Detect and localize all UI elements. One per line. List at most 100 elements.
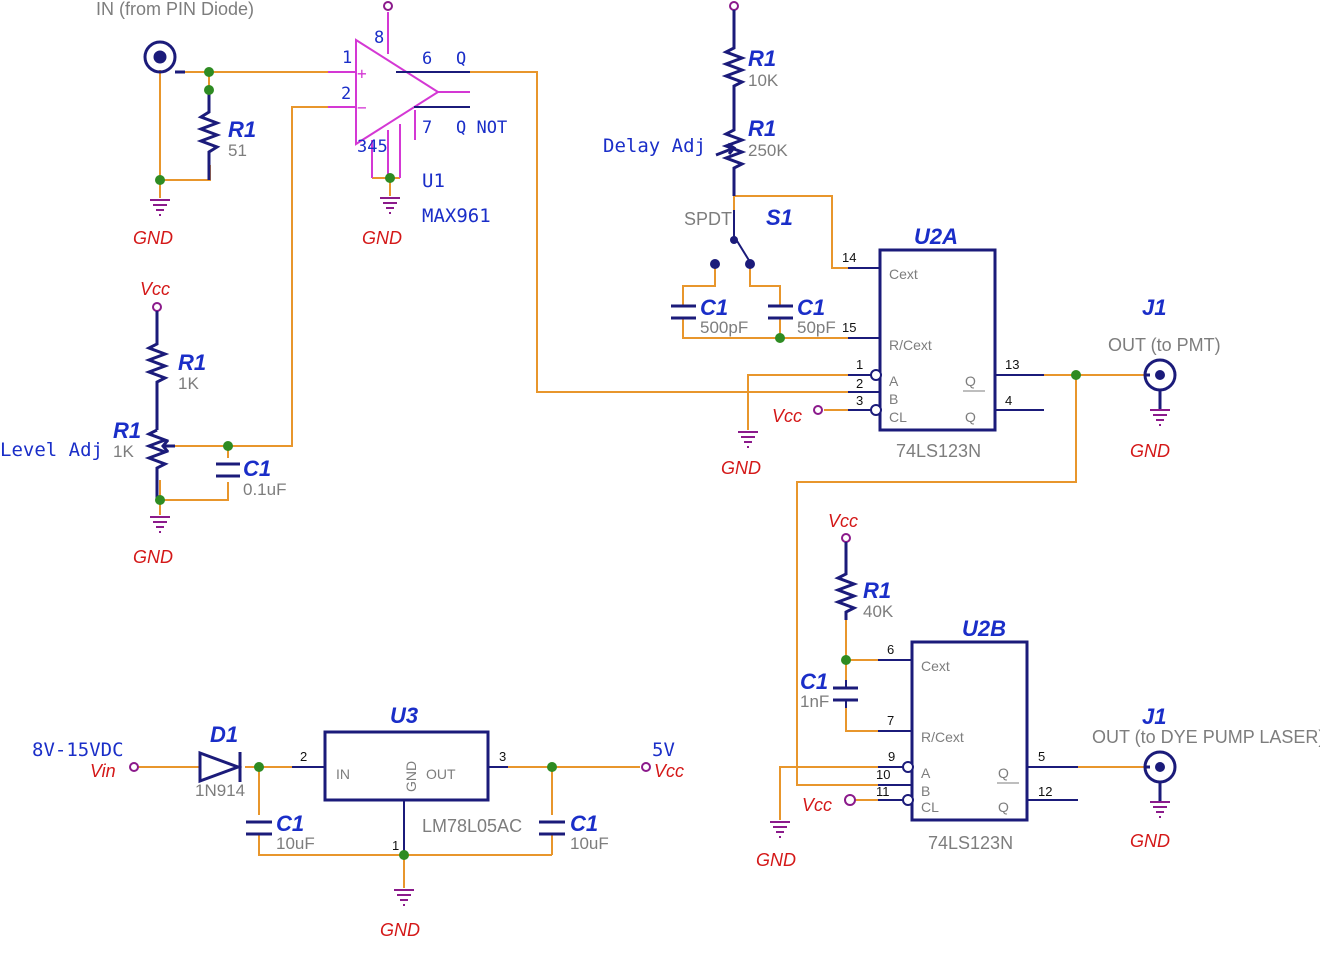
cap-500pf-ref: C1 [700,295,728,320]
j1a-label: OUT (to PMT) [1108,335,1221,355]
comparator-u1 [328,1,470,178]
u3-in: IN [336,766,350,782]
u2b-qbar: Q [998,765,1009,781]
u3-pin3: 3 [499,749,506,764]
cap-50pf-ref: C1 [797,295,825,320]
u2b-pin6: 6 [887,642,894,657]
gnd-label-input: GND [133,228,173,248]
delay-adj-label: Delay Adj [603,135,706,157]
resistor-r51 [196,90,222,180]
u2a-qbar: Q [965,373,976,389]
vcc-label-u2b: Vcc [802,795,832,815]
vcc-symbol-u2b-net [833,533,859,708]
vcc-label-u2a: Vcc [772,406,802,426]
u1-pin6: 6 [422,49,432,69]
delay-rtop-val: 10K [748,71,779,90]
u3-ref: U3 [390,703,418,728]
r51-value: 51 [228,141,247,160]
cap-50pf-val: 50pF [797,318,836,337]
u1-pin2: 2 [341,84,351,104]
delay-rtop-ref: R1 [748,46,776,71]
u3-part: LM78L05AC [422,816,522,836]
u2a-cext: Cext [889,266,918,282]
diode-d1 [198,750,243,784]
u3-out: OUT [426,766,456,782]
u3-pin1: 1 [392,838,399,853]
output-bnc-pmt [1143,358,1177,410]
supply-range: 8V-15VDC [32,739,124,761]
vcc-symbol-u2b [844,794,856,806]
cap-out-val: 10uF [570,834,609,853]
cap-500pf [671,304,696,320]
j1b-ref: J1 [1142,704,1166,729]
level-rtop-val: 1K [178,374,199,393]
cap-in-ref: C1 [276,811,304,836]
output-bnc-laser [1143,750,1177,802]
switch-type: SPDT [684,209,732,229]
u2a-pin1: 1 [856,357,863,372]
gnd-label-u2a: GND [721,458,761,478]
u1-ref: U1 [422,170,445,192]
u2b-cl: CL [921,799,939,815]
u2b-r-ref: R1 [863,578,891,603]
u2b-b: B [921,783,930,799]
u1-pin8: 8 [374,28,384,48]
level-cap-ref: C1 [243,456,271,481]
cap-out-10uf [539,820,565,836]
cap-out-ref: C1 [570,811,598,836]
u1-pins-345: 345 [357,137,388,157]
cap-500pf-val: 500pF [700,318,748,337]
vcc-symbol-delay [715,1,747,196]
gnd-label-j1a: GND [1130,441,1170,461]
u3-pin2: 2 [300,749,307,764]
u2a-a: A [889,373,899,389]
u2b-ref: U2B [962,616,1006,641]
level-rtop-ref: R1 [178,350,206,375]
cap-in-val: 10uF [276,834,315,853]
vcc-terminal-5v [641,762,651,772]
ground-symbols [150,197,1170,906]
u1-pin7: 7 [422,118,432,138]
r51-ref: R1 [228,117,256,142]
switch-ref: S1 [766,205,793,230]
u3-gnd: GND [403,761,419,792]
vcc-label-supply: Vcc [654,761,684,781]
u2b-part: 74LS123N [928,833,1013,853]
u2b-c-ref: C1 [800,669,828,694]
u2b-pin12: 12 [1038,784,1052,799]
u2a-q: Q [965,409,976,425]
u2a-pin13: 13 [1005,357,1019,372]
level-pot-val: 1K [113,442,134,461]
u2a-pin2: 2 [856,376,863,391]
u2a-ref: U2A [914,224,958,249]
gnd-label-j1b: GND [1130,831,1170,851]
u2b-c-val: 1nF [800,692,829,711]
u2b-pin10: 10 [876,767,890,782]
delay-pot-val: 250K [748,141,788,160]
wires [138,70,1145,888]
u1-plus-sign: + [357,64,367,83]
u2b-pin9: 9 [888,749,895,764]
vcc-label-level: Vcc [140,279,170,299]
d1-val: 1N914 [195,781,245,800]
gnd-label-level: GND [133,547,173,567]
u2b-q: Q [998,799,1009,815]
j1b-label: OUT (to DYE PUMP LASER) [1092,727,1320,747]
input-bnc-connector [143,40,185,74]
vin-terminal [129,762,139,772]
vin-label: Vin [90,761,116,781]
u2a-cl: CL [889,409,907,425]
junction-dots [155,67,1081,860]
u1-qnot-label: Q NOT [456,118,507,138]
u2b-pin5: 5 [1038,749,1045,764]
level-adj-label: Level Adj [0,439,103,461]
cap-in-10uf [246,820,272,836]
u2b-pin11: 11 [876,784,890,799]
d1-ref: D1 [210,722,238,747]
u1-q-label: Q [456,49,466,69]
regulator-u3 [292,730,508,855]
u1-part: MAX961 [422,205,491,227]
vcc-label-u2b-net: Vcc [828,511,858,531]
u2b-r-val: 40K [863,602,894,621]
